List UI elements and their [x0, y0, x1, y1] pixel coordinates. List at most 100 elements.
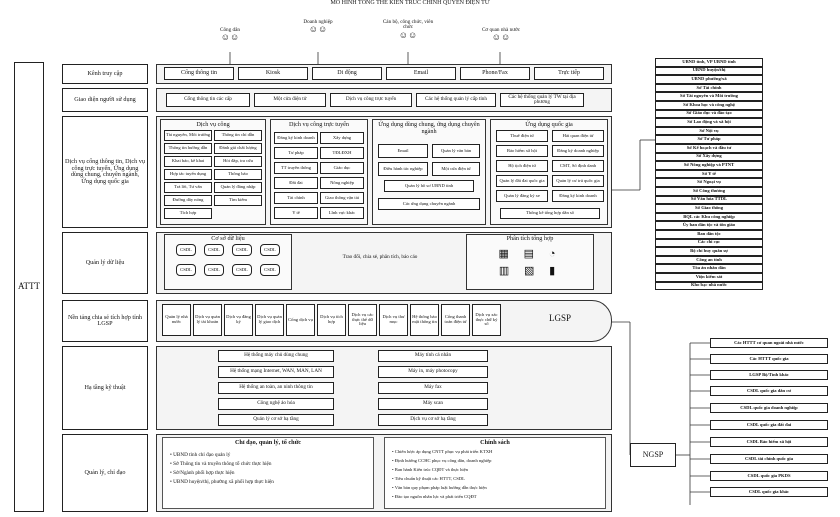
ngsp-item: LGSP Bộ/Tỉnh khác — [710, 370, 828, 380]
ngsp-item: CSDL quốc gia dân cư — [710, 386, 828, 396]
ngsp-node: NGSP — [630, 443, 676, 467]
diagram-caption: MÔ HÌNH TỔNG THỂ KIẾN TRÚC CHÍNH QUYỀN Đ… — [330, 0, 490, 6]
exchange-arrow-label: Trao đổi, chia sẻ, phân tích, báo cáo — [342, 254, 418, 260]
row-label-user-interface: Giao diện người sử dụng — [62, 88, 148, 112]
public-service-item: Tìm kiếm — [214, 195, 262, 206]
agency-item: Viện kiểm sát — [655, 273, 763, 282]
infra-left-item: Quản lý cơ sở hạ tầng — [218, 414, 334, 426]
agency-item: Sở Lao động và xã hội — [655, 118, 763, 127]
infra-left-item: Công nghệ ảo hóa — [218, 398, 334, 410]
online-service-item: Đất đai — [274, 177, 318, 189]
public-service-item: Khai báo, kê khai — [164, 156, 212, 167]
policy-title: Chính sách — [480, 439, 510, 446]
channel-direct: Trực tiếp — [534, 67, 604, 80]
policy-item: • Văn bản quy phạm pháp luật hướng dẫn t… — [392, 485, 487, 490]
channel-portal: Cổng thông tin — [164, 67, 234, 80]
business-label: Doanh nghiệp — [303, 19, 333, 25]
agency-item: Sở Kế hoạch và đầu tư — [655, 144, 763, 153]
shared-app-item: Quản lý hồ sơ UBND tỉnh — [384, 180, 474, 192]
lgsp-service: Dịch vụ đăng ký — [224, 304, 253, 336]
national-apps-title: Ứng dụng quốc gia — [525, 121, 573, 128]
infra-right-item: Máy in, máy photocopy — [378, 366, 488, 378]
agency-item: Sở Xây dựng — [655, 152, 763, 162]
online-services-title: Dịch vụ công trực tuyến — [288, 121, 350, 128]
analysis-title: Phân tích tổng hợp — [506, 235, 554, 242]
agency-item: BQL các Khu công nghiệp — [655, 212, 763, 222]
row-label-management: Quản lý, chỉ đạo — [62, 434, 148, 512]
national-app-item: Quản lý cư trú quốc gia — [552, 175, 604, 187]
database-panel — [164, 234, 292, 290]
public-service-item: Tích hợp — [164, 208, 212, 219]
online-service-item: Tài chính — [274, 192, 318, 204]
agency-item: Sở Giáo dục và đào tạo — [655, 109, 763, 119]
agency-item: Sở Nội vụ — [655, 126, 763, 136]
agency-list: UBND tỉnh, VP UBND tỉnh UBND huyện/thị U… — [655, 58, 763, 291]
database-icon: CSDL — [232, 264, 252, 276]
officials-label: Cán bộ, công chức, viên chức — [382, 19, 434, 31]
policy-item: • Đào tạo nguồn nhân lực và phát triển C… — [392, 494, 477, 499]
national-app-item: Hải quan điện tử — [552, 130, 604, 142]
shared-app-item: Điều hành tác nghiệp — [378, 162, 428, 176]
public-service-item: Quản lý đăng nhập — [214, 182, 262, 193]
interface-one-stop: Một cửa điện tử — [254, 93, 326, 107]
infra-left-item: Hệ thống máy chủ dùng chung — [218, 350, 334, 362]
ngsp-item: Các HTTT cơ quan ngoài nhà nước — [710, 338, 828, 348]
direction-item: • UBND huyện/thị, phường xã phối hợp thự… — [170, 479, 274, 485]
row-label-infrastructure: Hạ tầng kỹ thuật — [62, 346, 148, 430]
infra-right-item: Máy scan — [378, 398, 488, 410]
online-service-item: Tư pháp — [274, 147, 318, 159]
actor-officials: Cán bộ, công chức, viên chức ☺☺ — [378, 19, 438, 40]
direction-item: • UBND tỉnh chỉ đạo quản lý — [170, 452, 231, 458]
lgsp-service: Dịch vụ tích hợp — [317, 304, 346, 336]
national-app-item: CMT, Số định danh — [552, 160, 604, 172]
interface-central-systems: Các hệ thống quản lý TW tại địa phương — [500, 93, 584, 107]
shared-app-item: Quản lý văn bản — [432, 144, 480, 158]
channel-kiosk: Kiosk — [238, 67, 308, 80]
interface-online-service: Dịch vụ công trực tuyến — [330, 93, 412, 107]
attt-label: ATTT — [18, 281, 40, 292]
agency-item: Sở Giao thông — [655, 204, 763, 213]
shared-app-item: Một cửa điện tử — [432, 162, 480, 176]
channel-mobile: Di động — [312, 67, 382, 80]
national-app-item: Quản lý đăng ký xe — [496, 190, 548, 202]
online-service-item: Y tế — [274, 207, 318, 219]
agency-label: Cơ quan nhà nước — [481, 27, 521, 33]
interface-provincial-systems: Các hệ thống quản lý cấp tỉnh — [416, 93, 496, 107]
online-service-item: Lĩnh vực khác — [320, 207, 364, 219]
online-service-item: Nông nghiệp — [320, 177, 364, 189]
direction-title: Chỉ đạo, quản lý, tổ chức — [234, 439, 302, 446]
public-service-item: Hợp tác tuyển dụng — [164, 169, 212, 180]
channel-phone-fax: Phone/Fax — [460, 67, 530, 80]
public-service-item: Đánh giá chất lượng — [214, 143, 262, 154]
agency-item: Sở Khoa học và công nghệ — [655, 101, 763, 110]
database-icon: CSDL — [204, 264, 224, 276]
database-icon: CSDL — [260, 264, 280, 276]
database-icon: CSDL — [232, 244, 252, 256]
national-app-item: Bảo hiểm xã hội — [496, 145, 548, 157]
database-icon: CSDL — [204, 244, 224, 256]
online-service-item: TĐLĐXH — [320, 147, 364, 159]
national-app-item: Đăng ký doanh nghiệp — [552, 145, 604, 157]
lgsp-service: Hệ thống bảo mật thông tin — [410, 304, 439, 336]
direction-item: • Sở Thông tin và truyền thông tổ chức t… — [170, 461, 272, 467]
national-app-item: Hộ tịch điện tử — [496, 160, 548, 172]
attt-band: ATTT — [14, 62, 44, 512]
people-icon: ☺☺ — [308, 24, 328, 35]
lgsp-label: LGSP — [548, 313, 571, 323]
infra-right-item: Máy fax — [378, 382, 488, 394]
ngsp-item: CSDL tài chính quốc gia — [710, 454, 828, 464]
national-app-item: Thống kê tổng hợp dân số — [500, 208, 600, 219]
public-service-item: Hỏi đáp, tra cứu — [214, 156, 262, 167]
row-label-services: Dịch vụ cổng thông tin, Dịch vụ công trự… — [62, 116, 148, 228]
infra-right-item: Dịch vụ cơ sở hạ tầng — [378, 414, 488, 426]
agency-item: Sở Văn hóa TTDL — [655, 195, 763, 205]
channel-email: Email — [386, 67, 456, 80]
lgsp-service: Cổng thanh toán điện tử — [441, 304, 470, 336]
database-icon: CSDL — [260, 244, 280, 256]
people-icon: ☺☺ — [220, 32, 240, 43]
infra-left-item: Hệ thống an toàn, an ninh thông tin — [218, 382, 334, 394]
public-services-title: Dịch vụ công — [196, 121, 230, 128]
lgsp-service: Dịch vụ xác thực chữ ký số — [472, 304, 501, 336]
row-label-access-channel: Kênh truy cập — [62, 64, 148, 84]
online-service-item: Giáo dục — [320, 162, 364, 174]
